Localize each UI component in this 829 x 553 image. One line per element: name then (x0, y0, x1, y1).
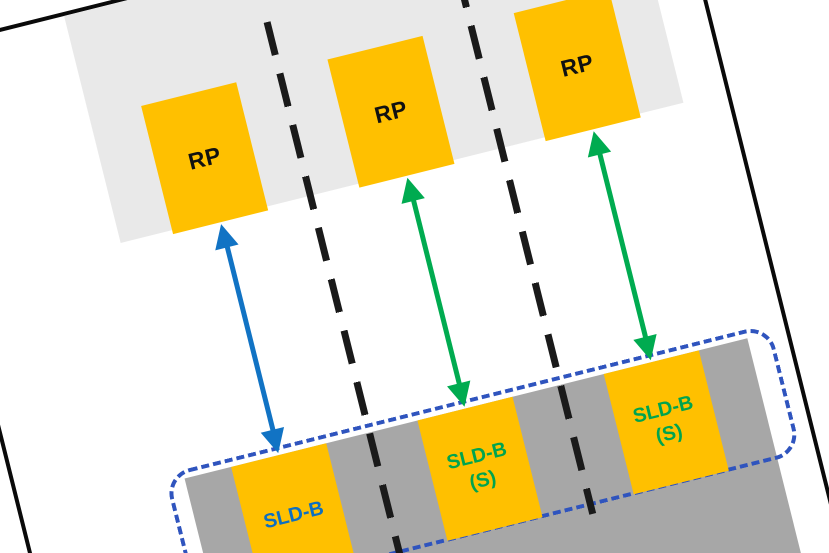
rp-box-1-label: RP (185, 141, 224, 175)
rp-box-2-label: RP (371, 94, 410, 128)
link-arrow-rp1-sldb1 (208, 221, 290, 457)
link-arrow-rp3-sldb3 (581, 128, 663, 364)
rp-box-3-label: RP (557, 48, 597, 82)
arrow-shaft (595, 146, 650, 346)
arrow-shaft (222, 239, 277, 439)
arrow-shaft (408, 192, 464, 392)
sld-b-box-1-label: SLD-B (261, 496, 326, 533)
link-arrow-rp2-sldb2 (395, 174, 477, 410)
sld-b-box-3-sublabel: (S) (653, 420, 685, 448)
sld-b-box-2-sublabel: (S) (467, 466, 499, 495)
